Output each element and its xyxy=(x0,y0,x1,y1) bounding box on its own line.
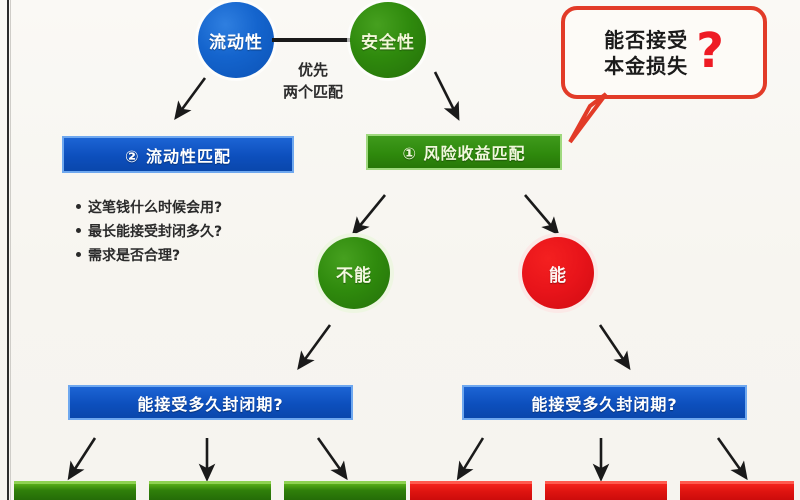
node-liquidity-circle[interactable]: 流动性 xyxy=(198,2,274,78)
bottom-bar-4[interactable] xyxy=(410,481,532,500)
list-item: 最长能接受封闭多久? xyxy=(76,220,316,244)
list-item: 这笔钱什么时候会用? xyxy=(76,196,316,220)
box-liquidity-match[interactable]: ② 流动性匹配 xyxy=(62,136,294,173)
list-item-label: 这笔钱什么时候会用? xyxy=(88,200,223,216)
bottom-bar-6[interactable] xyxy=(680,481,794,500)
node-decision-yes-label: 能 xyxy=(549,265,567,286)
bullet-dot-icon xyxy=(76,228,81,234)
bullet-dot-icon xyxy=(76,204,81,209)
node-safety-circle[interactable]: 安全性 xyxy=(350,2,426,78)
node-decision-yes[interactable]: 能 xyxy=(522,237,594,309)
box-lock-period-right-label: 能接受多久封闭期? xyxy=(531,394,678,414)
priority-note: 优先 两个匹配 xyxy=(238,60,388,104)
box-liquidity-match-label: ② 流动性匹配 xyxy=(124,146,232,166)
bottom-bar-3[interactable] xyxy=(284,481,406,500)
callout-bubble: 能否接受 本金损失 ? xyxy=(561,6,767,99)
callout-bubble-tail xyxy=(568,92,608,144)
box-lock-period-left[interactable]: 能接受多久封闭期? xyxy=(68,385,353,420)
callout-bubble-text: 能否接受 本金损失 xyxy=(604,27,688,79)
node-safety-label: 安全性 xyxy=(361,32,415,53)
left-frame-line xyxy=(7,0,9,500)
box-lock-period-right[interactable]: 能接受多久封闭期? xyxy=(462,385,747,420)
box-risk-return-match[interactable]: ① 风险收益匹配 xyxy=(366,134,562,170)
box-risk-return-match-label: ① 风险收益匹配 xyxy=(402,144,526,163)
left-frame-line-secondary xyxy=(10,0,11,500)
box-lock-period-left-label: 能接受多久封闭期? xyxy=(137,394,284,414)
bottom-bar-5[interactable] xyxy=(545,481,667,500)
node-decision-no[interactable]: 不能 xyxy=(318,237,390,309)
circle-connector-line xyxy=(272,38,352,42)
bullet-dot-icon xyxy=(76,252,81,258)
bottom-bar-2[interactable] xyxy=(149,481,271,500)
list-item: 需求是否合理? xyxy=(76,244,316,268)
priority-note-line2: 两个匹配 xyxy=(282,82,343,101)
liquidity-question-list: 这笔钱什么时候会用? 最长能接受封闭多久? 需求是否合理? xyxy=(76,196,316,268)
priority-note-line1: 优先 xyxy=(297,61,328,79)
list-item-label: 需求是否合理? xyxy=(88,248,181,265)
node-liquidity-label: 流动性 xyxy=(209,32,263,53)
callout-line2: 本金损失 xyxy=(604,53,689,78)
node-decision-no-label: 不能 xyxy=(336,265,372,286)
question-mark-icon: ? xyxy=(696,22,724,79)
list-item-label: 最长能接受封闭多久? xyxy=(88,224,223,241)
callout-line1: 能否接受 xyxy=(604,27,689,52)
bottom-bar-1[interactable] xyxy=(14,481,136,500)
